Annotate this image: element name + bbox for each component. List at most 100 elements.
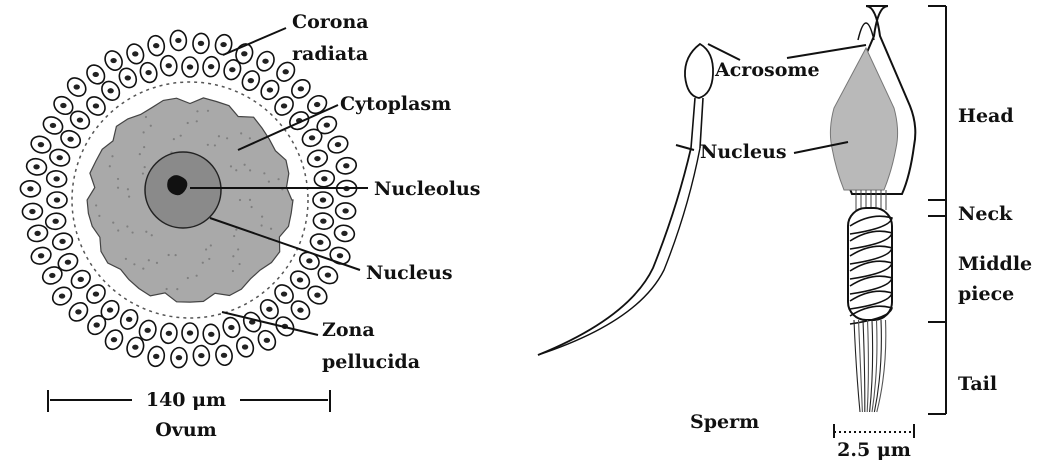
cytoplasm-speck: [109, 165, 111, 167]
sperm-nucleus-label: Nucleus: [700, 141, 787, 163]
cytoplasm-speck: [142, 172, 144, 174]
cytoplasm-speck: [117, 187, 119, 189]
follicle-cell-nucleus: [153, 43, 159, 48]
corona-leader: [223, 28, 286, 55]
cytoplasm-speck: [205, 248, 207, 250]
cytoplasm-speck: [232, 255, 234, 257]
side-tail-b: [538, 148, 700, 355]
follicle-cell-nucleus: [187, 330, 193, 335]
follicle-cell-nucleus: [298, 86, 304, 91]
sperm-caption: Sperm: [690, 411, 759, 433]
cytoplasm-speck: [95, 204, 97, 206]
cytoplasm-speck: [173, 138, 175, 140]
follicle-cell-nucleus: [78, 277, 84, 282]
follicle-cell-nucleus: [335, 142, 341, 147]
zona-label-line2: pellucida: [322, 351, 420, 373]
follicle-cell-nucleus: [57, 155, 63, 160]
follicle-cell-nucleus: [67, 137, 73, 142]
follicle-cell-nucleus: [27, 186, 33, 191]
acrosome-cap: [858, 23, 874, 40]
follicle-cell-nucleus: [317, 240, 323, 245]
cytoplasm-speck: [230, 165, 232, 167]
follicle-cell-nucleus: [229, 67, 235, 72]
follicle-cell-nucleus: [29, 209, 35, 214]
cytoplasm-speck: [235, 229, 237, 231]
cytoplasm-speck: [226, 137, 228, 139]
cytoplasm-speck: [235, 169, 237, 171]
cytoplasm-speck: [143, 131, 145, 133]
cytoplasm-speck: [112, 222, 114, 224]
cytoplasm-speck: [145, 116, 147, 118]
cytoplasm-speck: [268, 181, 270, 183]
cytoplasm-speck: [237, 248, 239, 250]
cytoplasm-speck: [251, 206, 253, 208]
cytoplasm-speck: [218, 135, 220, 137]
ovum-caption: Ovum: [155, 419, 217, 441]
cytoplasm-speck: [187, 277, 189, 279]
follicle-cell-nucleus: [343, 163, 349, 168]
cytoplasm-speck: [232, 270, 234, 272]
cytoplasm-speck: [133, 263, 135, 265]
follicle-cell-nucleus: [314, 102, 320, 107]
cytoplasm-speck: [139, 153, 141, 155]
ovum-scale-text: 140 μm: [146, 389, 226, 411]
cytoplasm-speck: [126, 225, 128, 227]
follicle-cell-nucleus: [50, 123, 56, 128]
follicle-cell-nucleus: [324, 122, 330, 127]
cytoplasm-speck: [244, 164, 246, 166]
acrosome-leader-side: [708, 44, 740, 60]
cytoplasm-speck: [156, 262, 158, 264]
cytoplasm-speck: [111, 155, 113, 157]
cytoplasm-speck: [196, 110, 198, 112]
follicle-cell-nucleus: [266, 307, 272, 312]
cytoplasm-speck: [196, 120, 198, 122]
follicle-cell-nucleus: [93, 322, 99, 327]
cytoplasm-speck: [117, 229, 119, 231]
follicle-cell-nucleus: [125, 75, 131, 80]
tail-fibril: [870, 320, 873, 412]
cytoplasm-speck: [210, 244, 212, 246]
cytoplasm-speck: [240, 132, 242, 134]
follicle-cell-nucleus: [242, 344, 248, 349]
cytoplasm-speck: [277, 178, 279, 180]
follicle-cell-nucleus: [60, 103, 66, 108]
cytoplasm-speck: [125, 258, 127, 260]
follicle-cell-nucleus: [248, 78, 254, 83]
follicle-cell-nucleus: [306, 258, 312, 263]
neck-label: Neck: [958, 203, 1013, 225]
cytoplasm-speck: [260, 224, 262, 226]
cytoplasm-speck: [166, 288, 168, 290]
cytoplasm-speck: [208, 258, 210, 260]
follicle-cell-nucleus: [314, 293, 320, 298]
follicle-cell-nucleus: [297, 277, 303, 282]
follicle-cell-nucleus: [325, 272, 331, 277]
zona-label-line1: Zona: [322, 319, 375, 341]
nucleolus-label: Nucleolus: [374, 178, 480, 200]
follicle-cell-nucleus: [208, 64, 214, 69]
cytoplasm-speck: [142, 268, 144, 270]
follicle-cell-nucleus: [153, 354, 159, 359]
follicle-cell-nucleus: [77, 117, 83, 122]
follicle-cell-nucleus: [54, 197, 60, 202]
follicle-cell-nucleus: [228, 325, 234, 330]
cytoplasm-speck: [176, 288, 178, 290]
follicle-cell-nucleus: [320, 197, 326, 202]
follicle-cell-nucleus: [107, 88, 113, 93]
cytoplasm-speck: [270, 228, 272, 230]
sperm-side-view: [538, 44, 713, 355]
cytoplasm-speck: [117, 178, 119, 180]
sperm-scale-text: 2.5 μm: [837, 439, 911, 461]
sperm-tail: [854, 320, 886, 412]
tail-fibril: [863, 320, 865, 412]
cytoplasm-speck: [239, 199, 241, 201]
middle-label-line1: Middle: [958, 253, 1032, 275]
cytoplasm-speck: [128, 195, 130, 197]
follicle-cell-nucleus: [198, 353, 204, 358]
follicle-cell-nucleus: [144, 328, 150, 333]
tail-fibril: [867, 320, 868, 412]
cytoplasm-speck: [143, 146, 145, 148]
cytoplasm-label: Cytoplasm: [340, 93, 451, 115]
follicle-cell-nucleus: [111, 337, 117, 342]
side-tail-a: [538, 148, 691, 355]
